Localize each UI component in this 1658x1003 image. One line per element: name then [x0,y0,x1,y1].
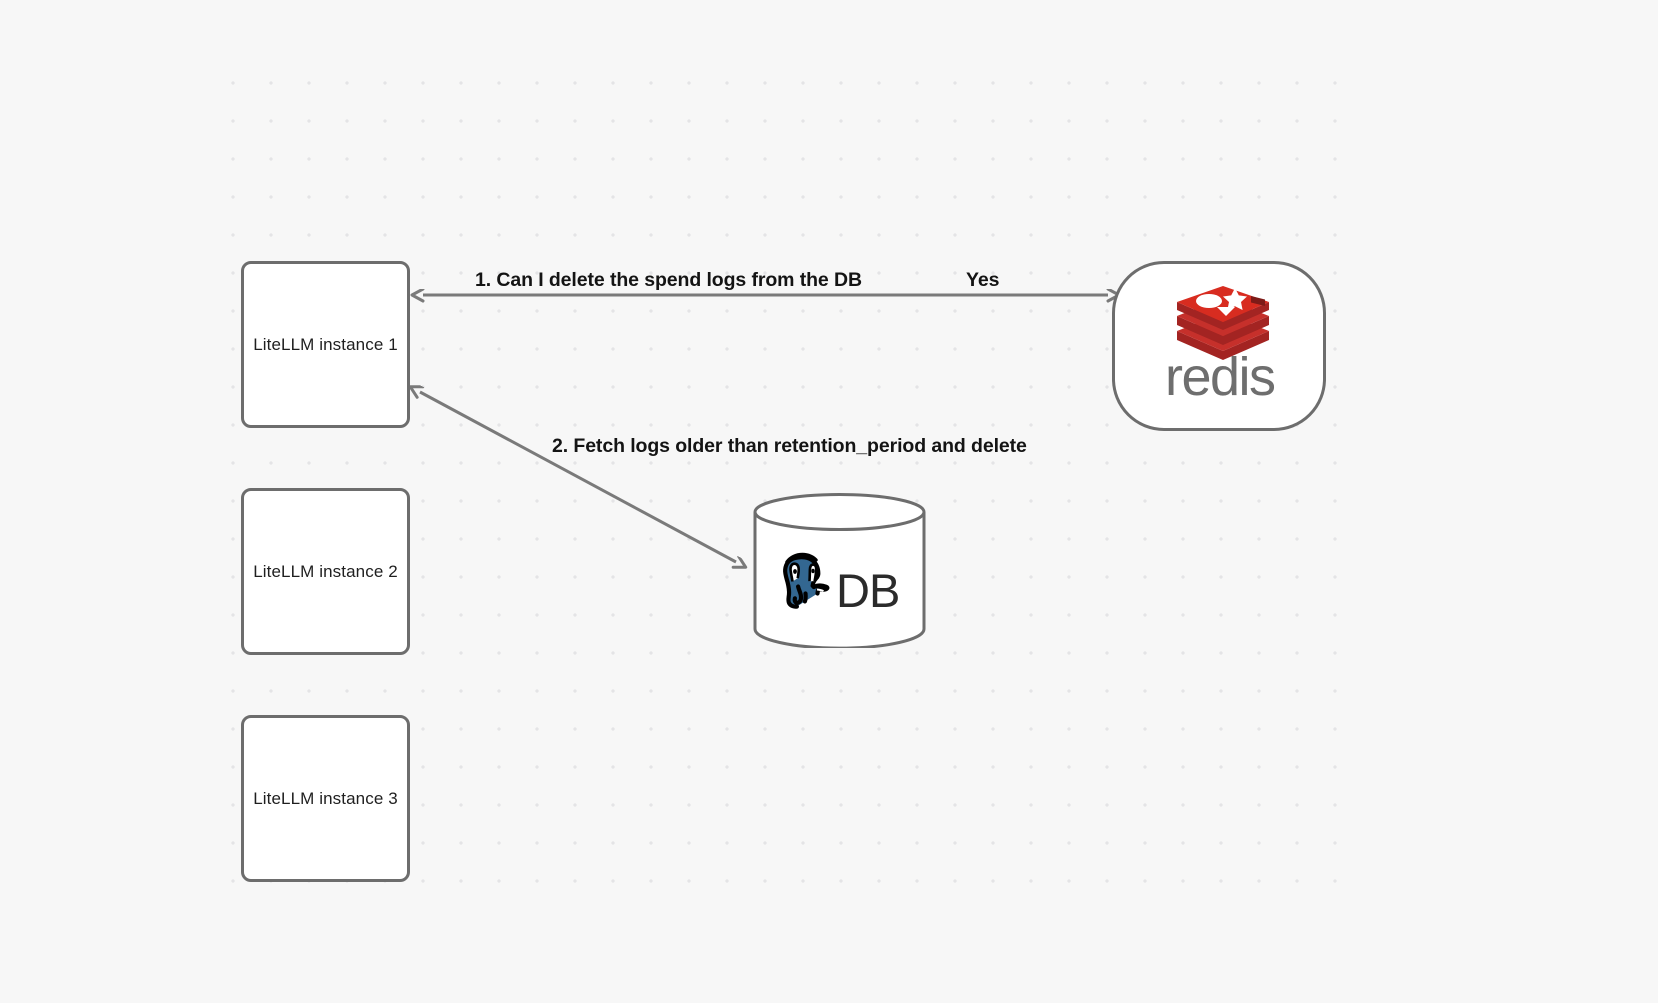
edge-litellm1-db [420,392,736,562]
node-db[interactable]: DB [752,493,927,648]
edge-label-1: 1. Can I delete the spend logs from the … [475,269,862,291]
redis-logo-icon [1177,286,1269,360]
postgresql-elephant-icon [783,552,830,609]
edge-label-1-reply: Yes [966,269,1000,291]
db-label: DB [836,564,900,617]
node-litellm-instance-3[interactable]: LiteLLM instance 3 [241,715,410,882]
node-litellm-instance-1[interactable]: LiteLLM instance 1 [241,261,410,428]
node-litellm-instance-2[interactable]: LiteLLM instance 2 [241,488,410,655]
node-label: LiteLLM instance 3 [253,788,398,808]
node-label: LiteLLM instance 2 [253,561,398,581]
edge-label-2: 2. Fetch logs older than retention_perio… [552,435,1027,457]
cylinder-shape [753,493,926,648]
node-redis[interactable]: redis [1112,261,1326,431]
redis-wordmark: redis [1165,347,1276,407]
node-label: LiteLLM instance 1 [253,334,398,354]
